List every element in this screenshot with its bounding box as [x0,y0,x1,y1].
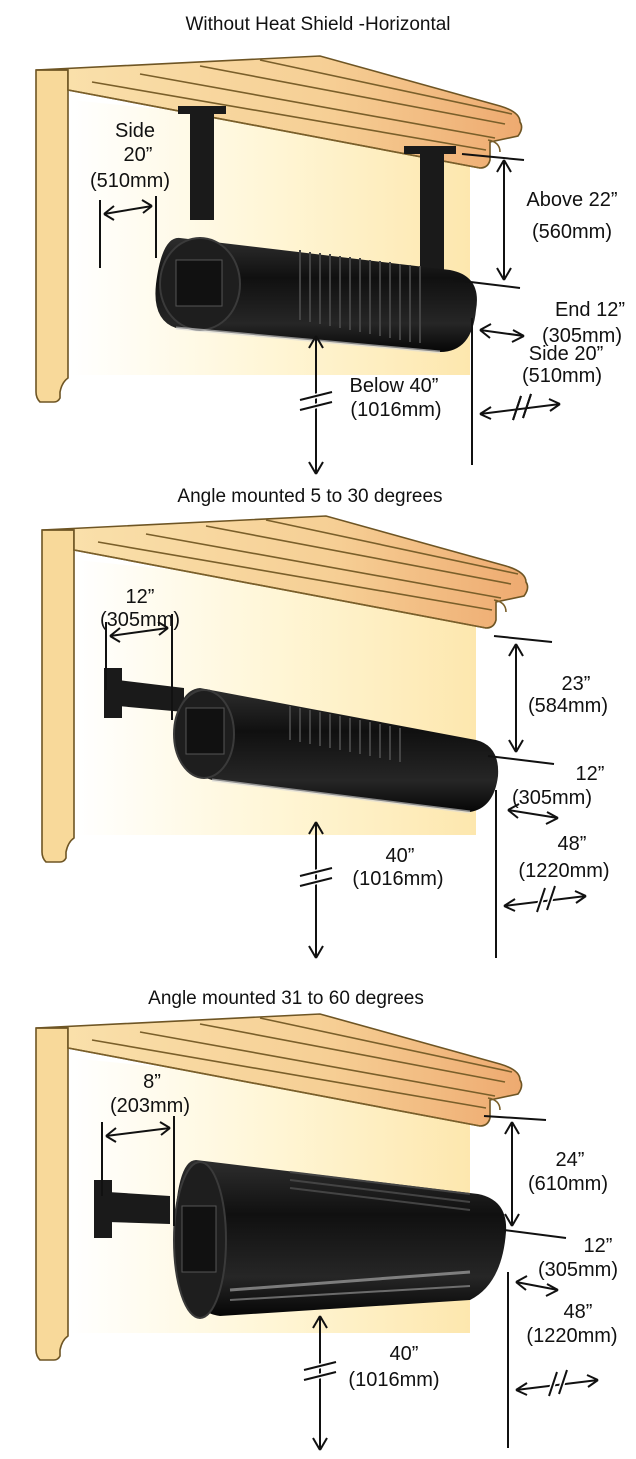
below-label: 40” [386,845,415,867]
side-left-label: 12” [126,586,155,608]
above-label: Above 22” [526,189,617,211]
side-right-label: 48” [558,833,587,855]
side-left-label: 8” [143,1071,161,1093]
svg-text:(510mm): (510mm) [90,170,170,192]
mounting-bracket [420,150,444,275]
section-angle-31-60: Angle mounted 31 to 60 degrees [35,988,618,1451]
svg-text:(1016mm): (1016mm) [352,868,443,890]
svg-text:(305mm): (305mm) [538,1259,618,1281]
heater-body [155,237,477,354]
svg-text:(1220mm): (1220mm) [526,1325,617,1347]
side-right-label: 48” [564,1301,593,1323]
side-right-label: Side 20” [529,343,604,365]
mounting-bracket [190,110,214,220]
end-label: 12” [584,1235,613,1257]
svg-text:(305mm): (305mm) [512,787,592,809]
end-label: 12” [576,763,605,785]
svg-text:(305mm): (305mm) [542,325,622,347]
side-left-label: Side [115,120,155,142]
above-label: 24” [556,1149,585,1171]
section-title: Without Heat Shield -Horizontal [185,14,450,35]
svg-text:20”: 20” [124,144,153,166]
heater-body [173,1160,507,1319]
svg-text:(1220mm): (1220mm) [518,860,609,882]
svg-text:(610mm): (610mm) [528,1173,608,1195]
below-label: Below 40” [350,375,439,397]
section-horizontal: Without Heat Shield -Horizontal [35,14,625,475]
svg-text:(510mm): (510mm) [522,365,602,387]
section-angle-5-30: Angle mounted 5 to 30 degrees [41,486,610,959]
svg-text:(1016mm): (1016mm) [350,399,441,421]
below-label: 40” [390,1343,419,1365]
section-title: Angle mounted 5 to 30 degrees [177,486,442,507]
heater-body [173,688,499,814]
end-label: End 12” [555,299,625,321]
wall-bracket [104,668,122,718]
svg-text:(1016mm): (1016mm) [348,1369,439,1391]
svg-text:(584mm): (584mm) [528,695,608,717]
svg-text:(560mm): (560mm) [532,221,612,243]
svg-text:(305mm): (305mm) [100,609,180,631]
section-title: Angle mounted 31 to 60 degrees [148,988,424,1009]
svg-text:(203mm): (203mm) [110,1095,190,1117]
wall-bracket [94,1180,112,1238]
above-label: 23” [562,673,591,695]
